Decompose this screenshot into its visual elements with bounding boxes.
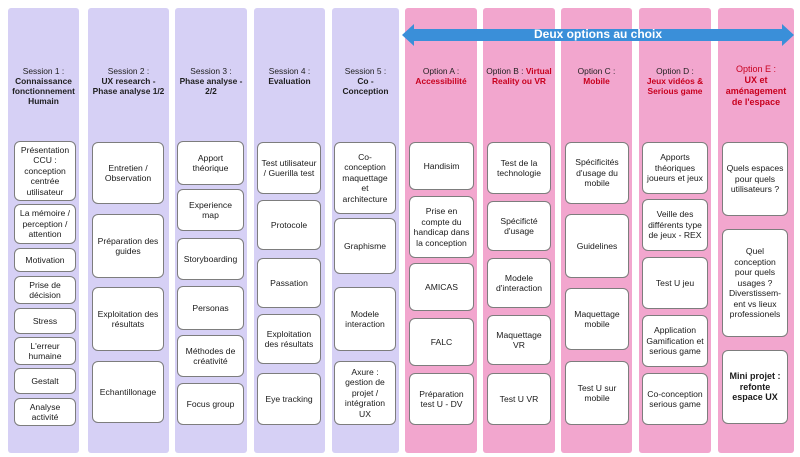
column-title: Session 3 : Phase analyse - 2/2 bbox=[177, 66, 245, 96]
item-box: Application Gamification et serious game bbox=[642, 315, 708, 367]
title-prefix: Session 4 : bbox=[268, 66, 311, 76]
column-title: Session 4 : Evaluation bbox=[256, 66, 323, 86]
column-title: Option B : Virtual Reality ou VR bbox=[485, 66, 553, 86]
item-box: Modele d'interaction bbox=[487, 258, 551, 308]
title-prefix: Option C : bbox=[577, 66, 616, 76]
item-box: Méthodes de créativité bbox=[177, 335, 244, 377]
item-box: Motivation bbox=[14, 248, 76, 272]
item-box: Prise de décision bbox=[14, 276, 76, 304]
item-box: Personas bbox=[177, 286, 244, 330]
item-box: Exploitation des résultats bbox=[257, 314, 321, 364]
title-prefix: Option E : bbox=[735, 64, 777, 74]
item-box: Modele interaction bbox=[334, 287, 396, 351]
title-bold: Jeux vidéos & Serious game bbox=[646, 76, 704, 96]
title-bold: Virtual Reality ou VR bbox=[492, 66, 552, 86]
item-box: Analyse activité bbox=[14, 398, 76, 426]
item-box: Maquettage mobile bbox=[565, 288, 629, 350]
title-prefix: Option A : bbox=[422, 66, 460, 76]
item-box: Protocole bbox=[257, 200, 321, 250]
item-box: Gestalt bbox=[14, 368, 76, 394]
item-box: Maquettage VR bbox=[487, 315, 551, 365]
title-prefix: Session 3 : bbox=[190, 66, 232, 76]
arrow-label: Deux options au choix bbox=[533, 27, 662, 41]
column-title: Option D : Jeux vidéos & Serious game bbox=[641, 66, 709, 96]
title-bold: Evaluation bbox=[268, 76, 311, 86]
item-box: Axure : gestion de projet / intégration … bbox=[334, 361, 396, 425]
item-box: Graphisme bbox=[334, 218, 396, 274]
item-box: Storyboarding bbox=[177, 238, 244, 280]
column-title: Session 2 : UX research - Phase analyse … bbox=[90, 66, 167, 96]
item-box: Stress bbox=[14, 308, 76, 334]
column-title: Option C : Mobile bbox=[563, 66, 630, 86]
item-box: Prise en compte du handicap dans la conc… bbox=[409, 196, 474, 258]
item-box: Quels espaces pour quels utilisateurs ? bbox=[722, 142, 788, 216]
item-box: Spécificités d'usage du mobile bbox=[565, 142, 629, 204]
title-prefix: Option D : bbox=[656, 66, 694, 76]
item-box: L'erreur humaine bbox=[14, 337, 76, 365]
item-box: Exploitation des résultats bbox=[92, 287, 164, 351]
column-title: Session 1 : Connaissance fonctionnement … bbox=[10, 66, 77, 106]
item-box: Test U sur mobile bbox=[565, 361, 629, 425]
item-box: Echantillonage bbox=[92, 361, 164, 423]
item-box: Test de la technologie bbox=[487, 142, 551, 194]
item-box: FALC bbox=[409, 318, 474, 366]
title-bold: UX research - Phase analyse 1/2 bbox=[92, 76, 165, 96]
title-bold: Co - Conception bbox=[342, 76, 389, 96]
title-prefix: Session 5 : bbox=[344, 66, 387, 76]
item-box: Apports théoriques joueurs et jeux bbox=[642, 142, 708, 194]
column-title: Option A : Accessibilité bbox=[407, 66, 475, 86]
column-title: Option E : UX et aménagement de l'espace bbox=[720, 64, 792, 108]
item-box: Test U jeu bbox=[642, 257, 708, 309]
item-box: Veille des différents type de jeux - REX bbox=[642, 199, 708, 251]
title-bold: UX et aménagement de l'espace bbox=[725, 75, 787, 107]
item-box: AMICAS bbox=[409, 263, 474, 311]
column-title: Session 5 : Co - Conception bbox=[334, 66, 397, 96]
item-box: Spécificté d'usage bbox=[487, 201, 551, 251]
item-box: Apport théorique bbox=[177, 141, 244, 185]
double-arrow-icon bbox=[402, 24, 794, 46]
item-box: Entretien / Observation bbox=[92, 142, 164, 204]
item-box: Focus group bbox=[177, 383, 244, 425]
item-box: Test utilisateur / Guerilla test bbox=[257, 142, 321, 194]
item-box: Co-conception serious game bbox=[642, 373, 708, 425]
title-bold: Connaissance fonctionnement Humain bbox=[12, 76, 75, 106]
item-box: Passation bbox=[257, 258, 321, 308]
item-box: Test U VR bbox=[487, 373, 551, 425]
item-box: Guidelines bbox=[565, 214, 629, 278]
item-box: La mémoire / perception / attention bbox=[14, 204, 76, 244]
title-bold: Accessibilité bbox=[415, 76, 467, 86]
title-bold: Phase analyse - 2/2 bbox=[179, 76, 243, 96]
item-box: Experience map bbox=[177, 189, 244, 231]
item-box: Préparation test U - DV bbox=[409, 373, 474, 425]
item-box: Présentation CCU : conception centrée ut… bbox=[14, 141, 76, 201]
title-prefix: Session 1 : bbox=[22, 66, 65, 76]
item-box: Handisim bbox=[409, 142, 474, 190]
item-box: Mini projet : refonte espace UX bbox=[722, 350, 788, 424]
options-arrow: Deux options au choix bbox=[402, 24, 794, 46]
title-prefix: Session 2 : bbox=[107, 66, 150, 76]
item-box: Eye tracking bbox=[257, 373, 321, 425]
title-bold: Mobile bbox=[583, 76, 610, 86]
item-box: Quel conception pour quels usages ? Dive… bbox=[722, 229, 788, 337]
title-prefix: Option B : bbox=[486, 66, 524, 76]
item-box: Co-conception maquettage et architecture bbox=[334, 142, 396, 214]
item-box: Préparation des guides bbox=[92, 214, 164, 278]
